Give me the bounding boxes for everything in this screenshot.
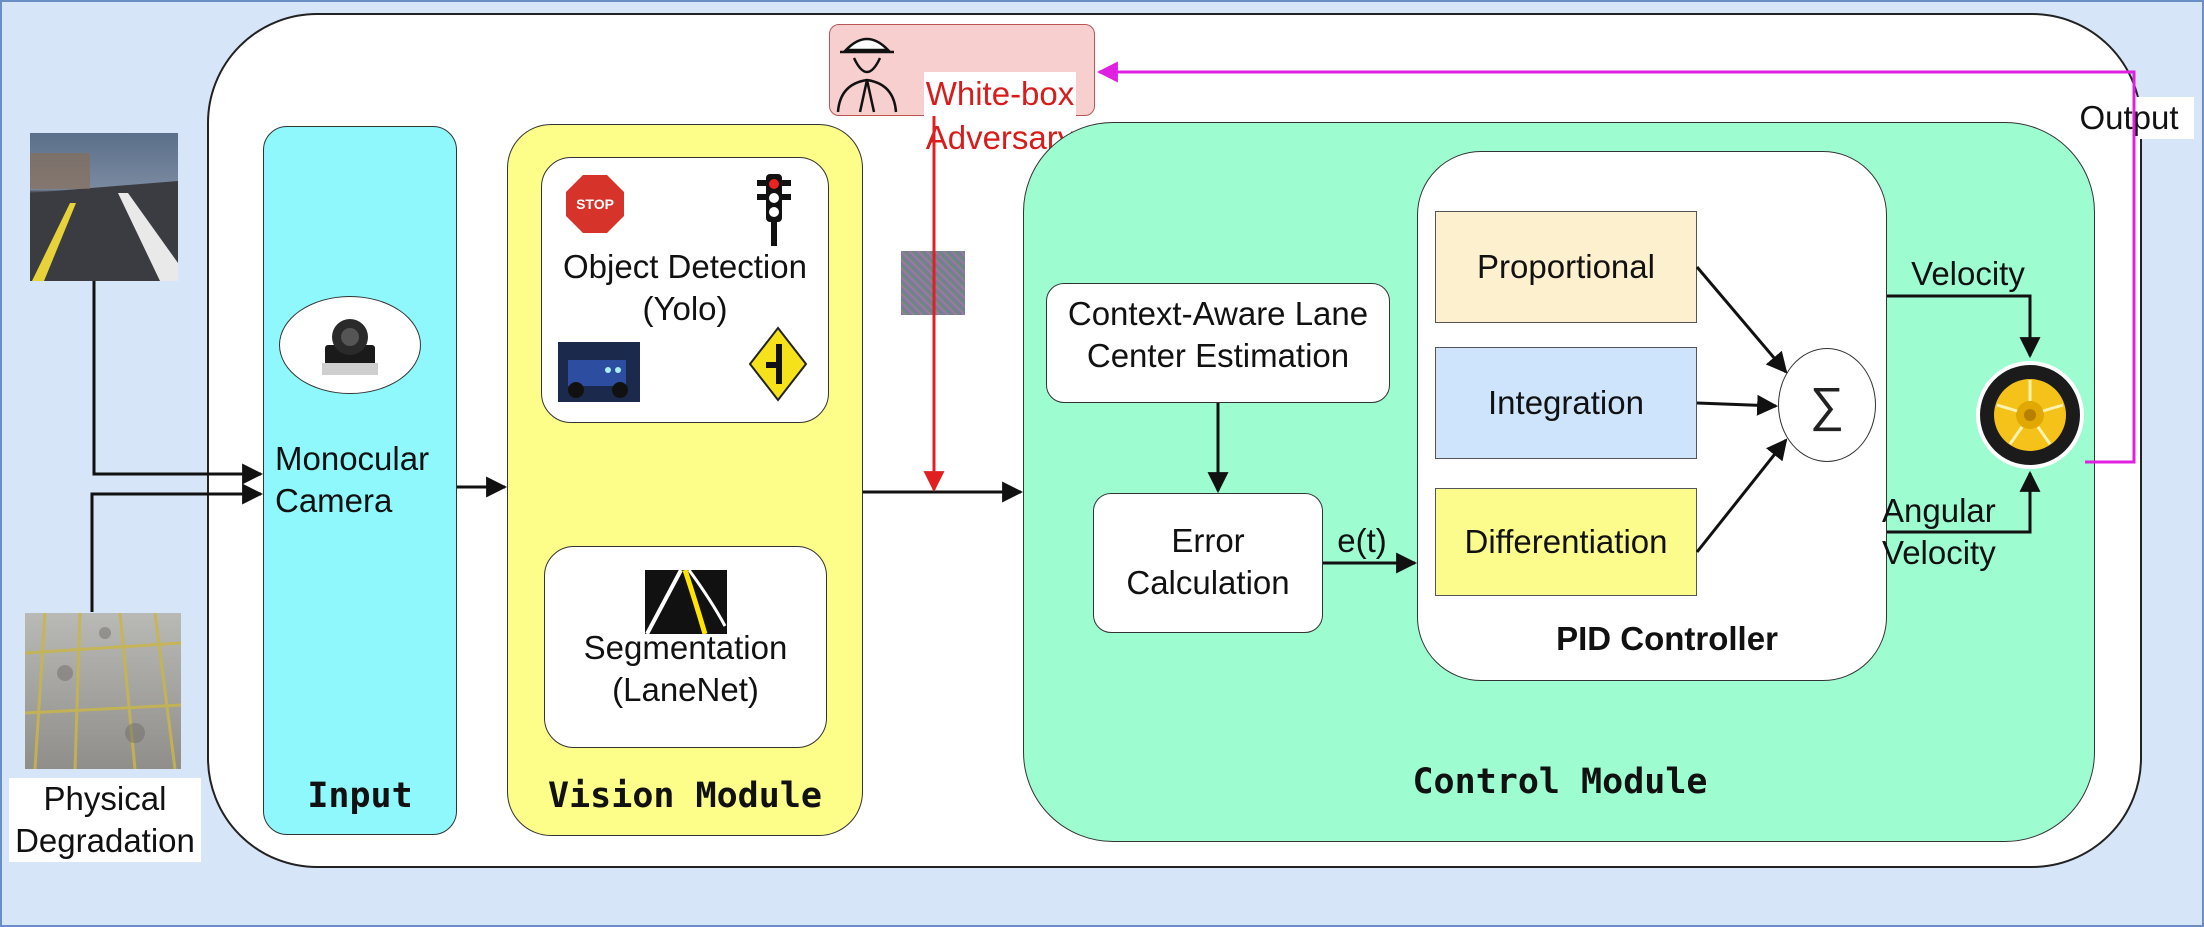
pid-to-velocity-arrow [1887,294,2041,359]
pid-controller-title: PID Controller [1556,620,1778,657]
photo-to-camera-arrow [92,281,264,485]
degraded-road-graphic [25,613,181,769]
input-title: Input [307,776,413,816]
degradation-to-camera-arrow [90,483,264,612]
vision-module-title: Vision Module [548,776,822,816]
degradation-photo [25,613,181,769]
lane-center-estimation-box [1046,283,1390,403]
traffic-light-icon [752,172,796,246]
camera-icon [322,319,378,375]
camera-label: Monocular Camera [275,440,430,519]
pid-to-angular-velocity-arrow [1887,470,2041,534]
segmentation-label: Segmentation (LaneNet) [583,629,788,708]
error-signal-label: e(t) [1337,522,1387,559]
differentiation-block: Differentiation [1435,488,1697,596]
wheel-icon [1975,360,2085,470]
velocity-label: Velocity [1911,255,2025,292]
angular-velocity-label: Angular Velocity [1882,492,1996,571]
lane-photo-graphic [30,153,178,281]
lane-segmentation-icon [645,569,727,635]
junction-sign-icon [748,326,808,402]
stop-sign-icon: STOP [565,174,625,234]
error-calculation-label: Error Calculation [1126,522,1290,601]
camera-ellipse [279,296,421,394]
lane-center-estimation-label: Context-Aware Lane Center Estimation [1067,295,1369,374]
integration-block: Integration [1435,347,1697,459]
stop-sign-text: STOP [576,196,614,212]
control-module-title: Control Module [1412,762,1708,802]
object-detection-label: Object Detection (Yolo) [563,248,807,327]
output-label: Output [2064,97,2194,139]
integration-to-sum-arrow [1696,394,1779,416]
proportional-block: Proportional [1435,211,1697,323]
input-block [263,126,457,835]
differentiation-to-sum-arrow [1695,438,1788,553]
proportional-to-sum-arrow [1695,266,1788,374]
summation-node: ∑ [1778,348,1876,462]
robot-car-photo [558,342,640,402]
lane-camera-photo [30,133,178,281]
spy-icon [834,28,900,114]
degradation-label-wrap: Physical Degradation [0,778,210,864]
degradation-label: Physical Degradation [9,778,201,862]
output-feedback-arrow [1096,61,2136,464]
error-calculation-box [1093,493,1323,633]
